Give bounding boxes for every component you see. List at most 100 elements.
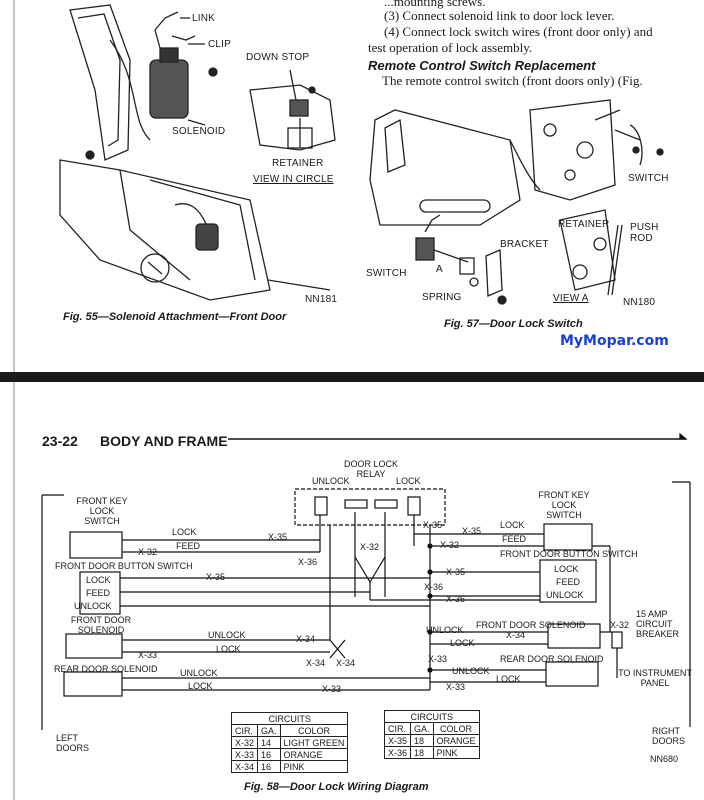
relay-lock: LOCK: [396, 476, 421, 486]
wire-x33-b: X-33: [322, 684, 342, 694]
wire-x32-b: X-32: [360, 542, 380, 552]
wire-x34-b: X-34: [506, 630, 526, 640]
front-key-lock-switch-right: FRONT KEY LOCK SWITCH: [538, 490, 590, 520]
rear-door-solenoid-left: REAR DOOR SOLENOID: [54, 664, 158, 674]
caption-fig-55: Fig. 55—Solenoid Attachment—Front Door: [63, 311, 287, 323]
wire-x32-a: X-32: [138, 547, 158, 557]
wire-x33-d: X-33: [446, 682, 466, 692]
caption-fig-58: Fig. 58—Door Lock Wiring Diagram: [244, 781, 429, 793]
wire-lock-1: LOCK: [172, 527, 197, 537]
table-cell: X-35: [383, 734, 412, 747]
table-cell: X-36: [383, 746, 412, 759]
wire-x35-a: X-35: [268, 532, 288, 542]
col-header: CIR.: [383, 722, 412, 735]
wire-x35-d: X-35: [206, 572, 226, 582]
switch-unlock-left: UNLOCK: [74, 601, 112, 611]
table-cell: X-32: [230, 736, 259, 749]
label-switch-right: SWITCH: [628, 173, 669, 184]
col-header: CIR.: [230, 724, 259, 737]
text-step-3: (3) Connect solenoid link to door lock l…: [384, 8, 615, 23]
col-header: GA.: [257, 724, 281, 737]
instrument-panel-label: TO INSTRUMENT PANEL: [618, 668, 692, 688]
switch-lock-right: LOCK: [554, 564, 579, 574]
label-switch-left: SWITCH: [366, 268, 407, 279]
table-cell: LIGHT GREEN: [279, 736, 349, 749]
wire-feed-2: FEED: [502, 534, 527, 544]
table-cell: X-33: [230, 748, 259, 761]
circuit-breaker-label: 15 AMP CIRCUIT BREAKER: [636, 609, 680, 639]
wire-x33-c: X-33: [428, 654, 448, 664]
wire-x34-d: X-34: [336, 658, 356, 668]
table-cell: 18: [410, 734, 434, 747]
page-divider-band: [0, 372, 704, 382]
figure-code-nn680: NN680: [650, 754, 679, 764]
wire-x35-c: X-35: [462, 526, 482, 536]
table-row: X-34 16 PINK: [230, 760, 349, 773]
label-view-in-circle: VIEW IN CIRCLE: [253, 174, 334, 185]
wiring-diagram: [13, 382, 691, 800]
circuits-table-left: CIRCUITS CIR. GA. COLOR X-32 14 LIGHT GR…: [230, 712, 349, 773]
wire-unlock-4: UNLOCK: [426, 625, 464, 635]
wire-unlock-6: UNLOCK: [452, 666, 490, 676]
table-cell: 16: [257, 760, 281, 773]
circuits-table-left-title: CIRCUITS: [230, 712, 349, 725]
label-push-rod: PUSH ROD: [630, 222, 659, 244]
circuits-table-right-title: CIRCUITS: [384, 710, 480, 723]
table-cell: ORANGE: [432, 734, 480, 747]
wire-lock-3: LOCK: [216, 644, 241, 654]
wire-lock-4: LOCK: [450, 638, 475, 648]
front-key-lock-switch-left: FRONT KEY LOCK SWITCH: [76, 496, 128, 526]
label-spring: SPRING: [422, 292, 462, 303]
wire-lock-5: LOCK: [188, 681, 213, 691]
switch-feed-right: FEED: [556, 577, 581, 587]
wire-x32-d: X-32: [610, 620, 630, 630]
figure-code-nn181: NN181: [305, 294, 338, 305]
table-cell: ORANGE: [279, 748, 349, 761]
solenoid-attachment-illustration: [13, 0, 664, 372]
relay-label: DOOR LOCK RELAY: [343, 459, 398, 479]
text-step-4b: test operation of lock assembly.: [368, 40, 533, 55]
section-heading: Remote Control Switch Replacement: [368, 58, 596, 73]
switch-feed-left: FEED: [86, 588, 111, 598]
front-door-button-switch-left: FRONT DOOR BUTTON SWITCH: [55, 561, 193, 571]
table-cell: PINK: [432, 746, 480, 759]
bottom-page-scan: 23-22 BODY AND FRAME DOOR LOCK RELAY UNL…: [0, 382, 704, 800]
wire-x36-c: X-36: [446, 594, 466, 604]
table-row: X-32 14 LIGHT GREEN: [230, 736, 349, 749]
wire-unlock-5: UNLOCK: [180, 668, 218, 678]
figure-code-nn180: NN180: [623, 297, 656, 308]
col-header: COLOR: [432, 722, 480, 735]
relay-unlock: UNLOCK: [312, 476, 350, 486]
switch-unlock-right: UNLOCK: [546, 590, 584, 600]
left-doors-label: LEFT DOORS: [56, 733, 90, 753]
page-title: BODY AND FRAME: [100, 433, 228, 449]
caption-fig-57: Fig. 57—Door Lock Switch: [444, 318, 583, 330]
table-cell: 18: [410, 746, 434, 759]
wire-x34-c: X-34: [306, 658, 326, 668]
wire-x35-e: X-35: [446, 567, 466, 577]
switch-lock-left: LOCK: [86, 575, 111, 585]
wire-x36-a: X-36: [298, 557, 318, 567]
wire-x32-c: X-32: [440, 540, 460, 550]
circuits-table-right: CIRCUITS CIR. GA. COLOR X-35 18 ORANGE X…: [383, 710, 480, 759]
table-cell: X-34: [230, 760, 259, 773]
table-row: X-33 16 ORANGE: [230, 748, 349, 761]
mymopar-watermark: MyMopar.com: [560, 333, 669, 349]
wire-feed-1: FEED: [176, 541, 201, 551]
label-clip: CLIP: [208, 39, 232, 50]
wire-lock-6: LOCK: [496, 674, 521, 684]
front-door-solenoid-left: FRONT DOOR SOLENOID: [70, 615, 132, 635]
wire-x35-b: X-35: [423, 520, 443, 530]
right-doors-label: RIGHT DOORS: [652, 726, 686, 746]
rear-door-solenoid-right: REAR DOOR SOLENOID: [500, 654, 604, 664]
label-link: LINK: [192, 13, 216, 24]
wire-unlock-3: UNLOCK: [208, 630, 246, 640]
label-bracket: BRACKET: [500, 239, 549, 250]
text-line-0: ...mounting screws.: [384, 0, 486, 9]
text-step-4a: (4) Connect lock switch wires (front doo…: [384, 24, 653, 39]
label-a: A: [436, 264, 443, 275]
text-paragraph: The remote control switch (front doors o…: [382, 73, 643, 88]
wire-x33-a: X-33: [138, 650, 158, 660]
label-down-stop: DOWN STOP: [246, 52, 310, 63]
col-header: COLOR: [279, 724, 349, 737]
